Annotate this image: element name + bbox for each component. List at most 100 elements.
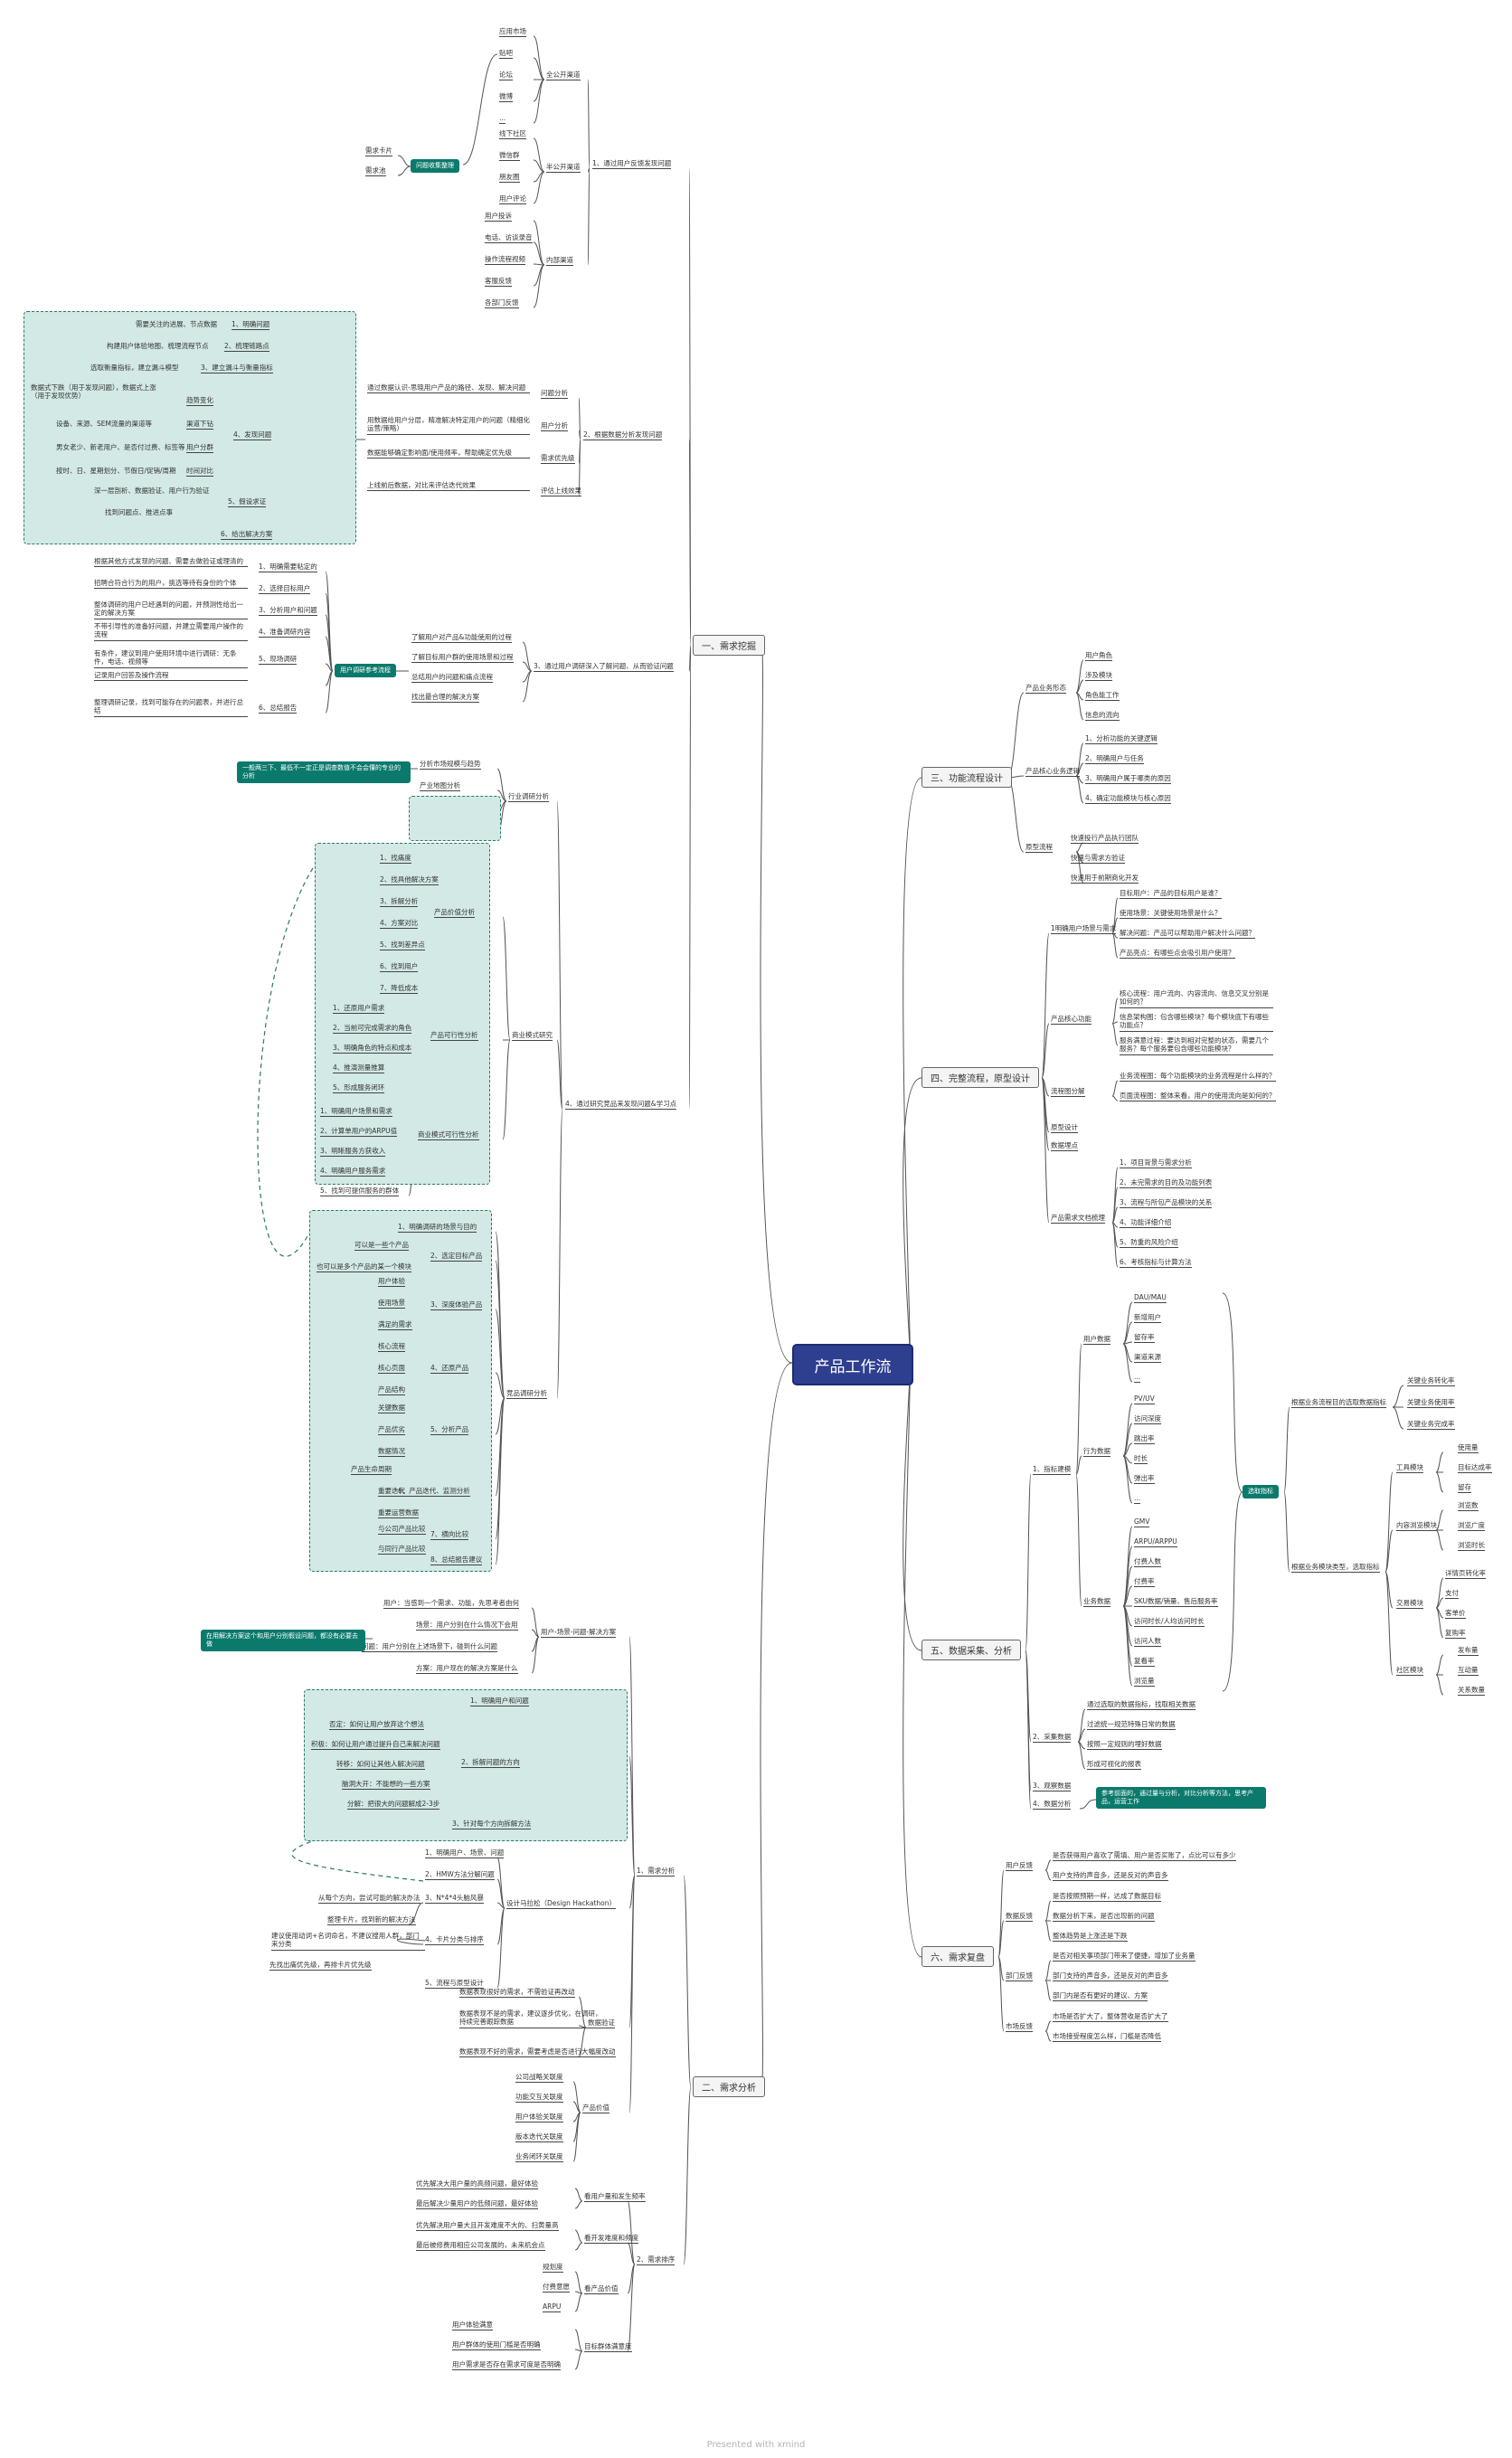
connector (902, 1077, 922, 1364)
connector (522, 641, 533, 672)
sort-item: 优先解决大用户量的高频问题，最好体验 (416, 2179, 538, 2190)
process-item: 2、明确用户与任务 (1085, 754, 1144, 765)
connector (1392, 1385, 1404, 1408)
biz-model-title: 商业模式研究 (512, 1031, 553, 1042)
subtopic-competitor: 4、通过研究竞品来发现问题&学习点 (565, 1100, 677, 1111)
connector (1392, 1406, 1404, 1430)
research-step: 2、选择目标用户 (259, 584, 311, 595)
root-topic[interactable]: 产品工作流 (792, 1344, 913, 1385)
connector (496, 1907, 506, 1989)
branch-review[interactable]: 六、需求复盘 (921, 1946, 994, 1967)
connector (325, 636, 334, 672)
public-channel-item: 论坛 (499, 71, 513, 81)
review-item: 部门支持的声音多，还是反对的声音多 (1053, 1971, 1168, 1982)
connector (1044, 2020, 1052, 2032)
connector (533, 159, 545, 173)
prototype-item: 业务流程图：每个功能模块的业务流程是什么样的？ (1120, 1072, 1276, 1082)
prototype-item: 使用场景：关键使用场景是什么？ (1120, 909, 1222, 920)
connector (902, 777, 922, 1364)
data-sub-model: 1、指标建模 (1033, 1465, 1072, 1476)
branch-data[interactable]: 五、数据采集、分析 (921, 1640, 1021, 1660)
connector (572, 2112, 581, 2122)
connector (1044, 1960, 1052, 1981)
connector (1075, 692, 1084, 701)
connector (1435, 1529, 1444, 1551)
research-goal: 了解用户对产品&功能使用的过程 (411, 633, 512, 644)
competitor-desc: 也可以是多个产品的某一个模块 (317, 1262, 411, 1273)
public-channel-item: 微博 (499, 92, 513, 103)
connector (578, 397, 581, 440)
panel-typical-products (409, 796, 501, 841)
user-data-item: 留存率 (1134, 1333, 1155, 1344)
review-item: 用户支持的声音多，还是反对的声音多 (1053, 1871, 1168, 1882)
connector (502, 1039, 511, 1140)
module-item: 留存 (1458, 1483, 1471, 1494)
connector (1075, 679, 1084, 694)
connector (1384, 1571, 1394, 1676)
footer-watermark: Presented with xmind (706, 2440, 806, 2450)
connector (522, 670, 533, 703)
connector (683, 1875, 692, 2088)
connector (325, 670, 334, 714)
panel-competitor (309, 1210, 492, 1572)
connector (495, 1260, 506, 1399)
feasible-item: 4、推演测量推算 (333, 1064, 385, 1074)
panel-sub: 用户分群 (186, 443, 213, 454)
connector (1283, 1491, 1290, 1573)
panel-desc: 深一层剖析、数据验证、用户行为验证 (94, 487, 210, 495)
data-verify-title: 数据验证 (588, 2018, 615, 2029)
branch-prototype[interactable]: 四、完整流程，原型设计 (921, 1067, 1039, 1088)
model-analysis: 商业模式可行性分析 (418, 1130, 479, 1141)
channel-internal: 内部渠道 (546, 256, 573, 267)
connector (533, 241, 545, 266)
connector (1041, 1077, 1050, 1151)
connector (997, 1956, 1005, 2032)
connector (533, 171, 545, 204)
module-item: 目标达成率 (1458, 1463, 1492, 1474)
value-analysis: 产品价值分析 (434, 908, 475, 919)
sort-item: 用户需求是否存在需求可度是否明确 (452, 2360, 561, 2371)
behavior-item: 访问深度 (1134, 1414, 1161, 1425)
subtopic-demand-sort: 2、需求排序 (637, 2255, 676, 2266)
process-sub: 产品业务形态 (1025, 684, 1066, 695)
panel-step: 3、建立漏斗与衡量指标 (201, 364, 273, 374)
tag-user-research-flow: 用户调研参考流程 (335, 664, 396, 677)
value-item: 4、方案对比 (380, 919, 419, 930)
review-item: 整体趋势是上涨还是下跌 (1053, 1932, 1128, 1943)
branch-demand-mining[interactable]: 一、需求挖掘 (693, 635, 765, 656)
connector (1111, 1186, 1119, 1224)
competitor-desc: 可以是一些个产品 (354, 1241, 409, 1252)
connector (572, 2112, 581, 2162)
collect-item: 过滤统一规范特殊日常的数据 (1087, 1720, 1176, 1731)
connector (1283, 1406, 1290, 1493)
research-goal: 总结用户的问题和痛点流程 (411, 673, 493, 684)
value-item: 版本迭代关联度 (515, 2132, 563, 2143)
branch-process-design[interactable]: 三、功能流程设计 (921, 767, 1012, 788)
research-desc: 整体调研的用户已经遇到的问题，并预测性给出一定的解决方案 (94, 600, 248, 619)
hmw-sub: 脑洞大开：不能想的一些方案 (342, 1780, 430, 1791)
connector (997, 1869, 1005, 1958)
data-sub-observe: 3、观察数据 (1033, 1782, 1072, 1792)
connector (1435, 1451, 1444, 1473)
value-item: 功能交互关联度 (515, 2093, 563, 2103)
hmw-sub: 分解：把很大的问题解成2-3步 (347, 1800, 440, 1810)
competitor-step: 8、总结报告建议 (430, 1555, 483, 1566)
prototype-item: 6、考核指标与计算方法 (1120, 1258, 1192, 1269)
upm-item: 用户：当感到一个需求、功能，先思考者由何 (383, 1599, 519, 1610)
module-group: 内容浏览模块 (1396, 1521, 1437, 1532)
connector (531, 1607, 540, 1638)
connector (587, 79, 591, 169)
feasible-analysis: 产品可行性分析 (430, 1031, 478, 1042)
connector (574, 2350, 583, 2370)
biz-data-item: 浏览量 (1134, 1677, 1155, 1688)
review-item: 是否按照预期一样，达成了数据目标 (1053, 1892, 1161, 1903)
collect-item: 通过选取的数据指标，找取相关数据 (1087, 1700, 1195, 1711)
connector (1122, 1455, 1133, 1464)
connector (1041, 932, 1050, 1079)
collect-item: 形成可视化的报表 (1087, 1760, 1141, 1771)
module-group: 工具模块 (1396, 1463, 1423, 1474)
research-goal: 找出最合理的解决方案 (411, 693, 479, 704)
connector (1435, 1674, 1444, 1696)
branch-demand-analysis[interactable]: 二、需求分析 (693, 2076, 765, 2097)
module-item: 浏览广度 (1458, 1521, 1485, 1532)
